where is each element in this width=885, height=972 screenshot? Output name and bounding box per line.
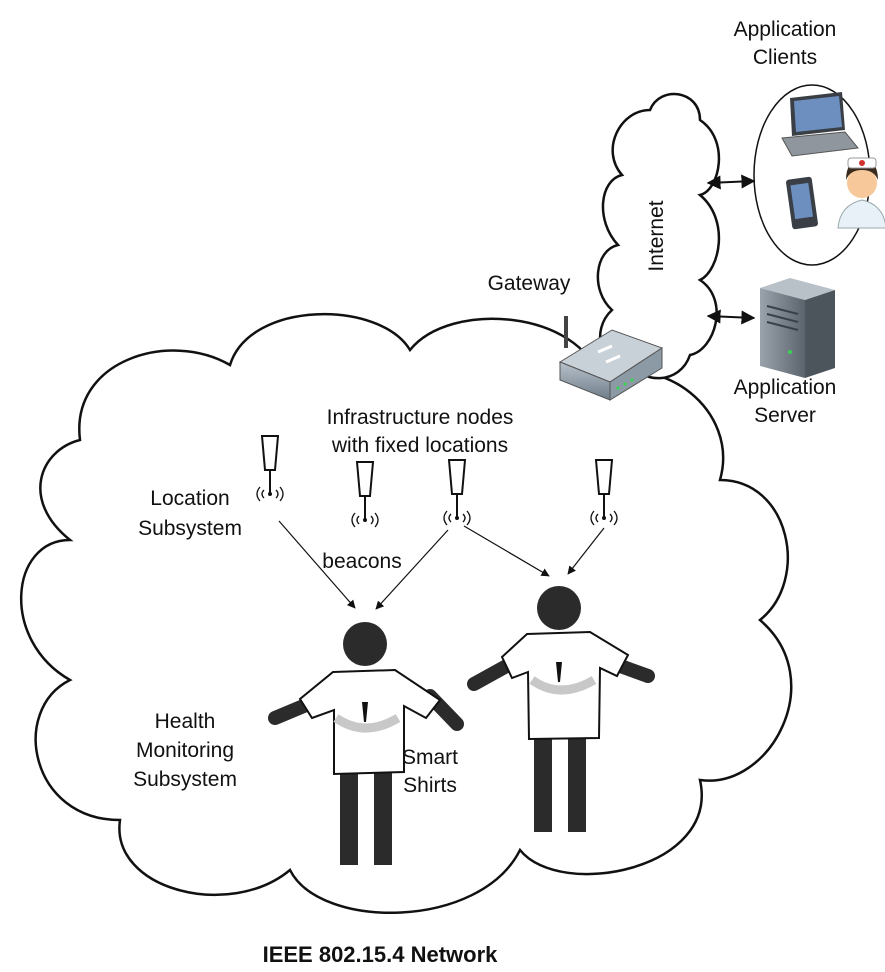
person-figure <box>467 586 655 832</box>
health-monitoring-label: Health <box>155 710 216 733</box>
application-server-label: Application <box>734 376 837 399</box>
internet-cloud <box>596 92 721 380</box>
location-subsystem-label: Location <box>150 487 229 510</box>
location-subsystem-label: Subsystem <box>138 517 242 540</box>
application-clients-label: Clients <box>753 46 817 69</box>
network-caption: IEEE 802.15.4 Network <box>263 942 499 967</box>
beacon-arrow <box>278 520 356 609</box>
smartphone-icon <box>786 176 818 230</box>
smart-shirts-label: Shirts <box>403 774 457 797</box>
shirt-sensor-icon <box>362 702 368 722</box>
infrastructure-node <box>256 435 284 502</box>
application-server-label: Server <box>754 404 816 427</box>
beacon-arrow <box>567 527 605 575</box>
infrastructure-label: Infrastructure nodes <box>327 406 514 429</box>
nurse-icon <box>837 157 885 229</box>
gateway-label: Gateway <box>488 272 571 295</box>
infrastructure-node <box>351 461 379 528</box>
health-monitoring-label: Monitoring <box>136 739 234 762</box>
infrastructure-label: with fixed locations <box>331 434 508 457</box>
smart-shirts-label: Smart <box>402 746 458 769</box>
smart-shirt <box>298 668 442 776</box>
person-figure <box>268 622 464 865</box>
server-icon <box>760 278 835 378</box>
beacon-arrow <box>463 525 550 577</box>
shirt-sensor-icon <box>556 662 562 682</box>
internet-clients-arrow <box>706 174 756 190</box>
beacon-arrow <box>375 529 449 610</box>
infrastructure-node <box>590 459 618 526</box>
application-clients-label: Application <box>734 18 837 41</box>
infrastructure-node <box>443 459 471 526</box>
health-monitoring-label: Subsystem <box>133 768 237 791</box>
beacons-label: beacons <box>322 550 401 573</box>
internet-label: Internet <box>645 200 668 271</box>
laptop-icon <box>781 92 859 157</box>
router-icon <box>558 316 664 401</box>
network-cloud <box>20 312 793 914</box>
internet-server-arrow <box>706 309 756 325</box>
